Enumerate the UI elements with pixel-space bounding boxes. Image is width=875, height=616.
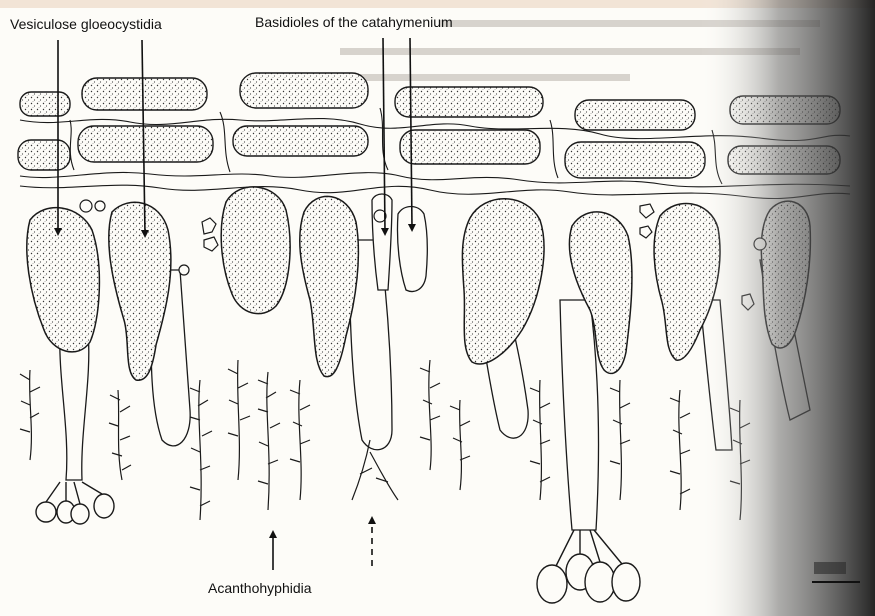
page-gutter-shadow: [700, 0, 875, 616]
label-basidioles-catahymenium: Basidioles of the catahymenium: [255, 14, 453, 30]
label-acanthohyphidia: Acanthohyphidia: [208, 580, 312, 596]
label-vesiculose-gloeocystidia: Vesiculose gloeocystidia: [10, 16, 162, 32]
